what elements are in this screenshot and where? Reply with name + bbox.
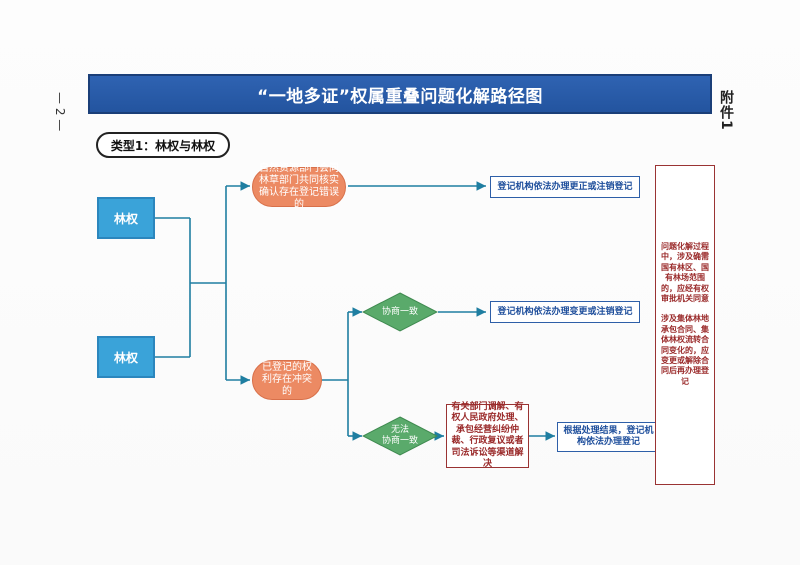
branch-rights-conflict: 已登记的权利存在冲突的: [252, 360, 322, 400]
branch-label: 自然资源部门会同林草部门共同核实确认存在登记错误的: [259, 163, 339, 210]
branch-registration-error: 自然资源部门会同林草部门共同核实确认存在登记错误的: [252, 163, 346, 210]
page-title: “一地多证”权属重叠问题化解路径图: [88, 74, 712, 114]
result-correct-or-cancel: 登记机构依法办理更正或注销登记: [490, 176, 640, 198]
result-label: 登记机构依法办理变更或注销登记: [497, 306, 633, 317]
diamond-shape: [362, 292, 438, 332]
result-change-or-cancel: 登记机构依法办理变更或注销登记: [490, 301, 640, 323]
diamond-disagree: 无法协商一致: [362, 416, 438, 456]
diamond-shape: [362, 416, 438, 456]
page-number: — 2 —: [53, 92, 67, 132]
forest-right-node-top: 林权: [97, 197, 155, 239]
diamond-disagree-line2: 协商一致: [381, 436, 418, 446]
note-text: 问题化解过程中，涉及确需国有林区、国有林场范围的，应经有权审批机关同意 涉及集体…: [660, 242, 710, 387]
type-label: 类型1：林权与林权: [96, 132, 230, 158]
diamond-disagree-line1: 无法: [390, 425, 409, 435]
node-label: 林权: [113, 211, 138, 226]
node-label: 林权: [113, 350, 138, 365]
note-paragraph-2: 涉及集体林地承包合同、集体林权流转合同变化的，应变更或解除合同后再办理登记: [661, 314, 709, 386]
diamond-agree-label: 协商一致: [381, 306, 418, 317]
mediation-channels: 有关部门调解、有权人民政府处理、承包经营纠纷仲裁、行政复议或者司法诉讼等渠道解决: [446, 401, 529, 470]
result-label: 根据处理结果，登记机构依法办理登记: [563, 426, 654, 447]
mediation-label: 有关部门调解、有权人民政府处理、承包经营纠纷仲裁、行政复议或者司法诉讼等渠道解决: [451, 401, 524, 470]
note-paragraph-1: 问题化解过程中，涉及确需国有林区、国有林场范围的，应经有权审批机关同意: [661, 242, 709, 304]
result-label: 登记机构依法办理更正或注销登记: [497, 181, 633, 192]
attachment-label: 附件1: [718, 90, 734, 131]
result-per-outcome: 根据处理结果，登记机构依法办理登记: [557, 422, 660, 452]
branch-label: 已登记的权利存在冲突的: [262, 362, 312, 397]
diamond-agree: 协商一致: [362, 292, 438, 332]
diamond-disagree-label: 无法协商一致: [362, 416, 438, 456]
note-box: [655, 165, 715, 485]
forest-right-node-bottom: 林权: [97, 336, 155, 378]
